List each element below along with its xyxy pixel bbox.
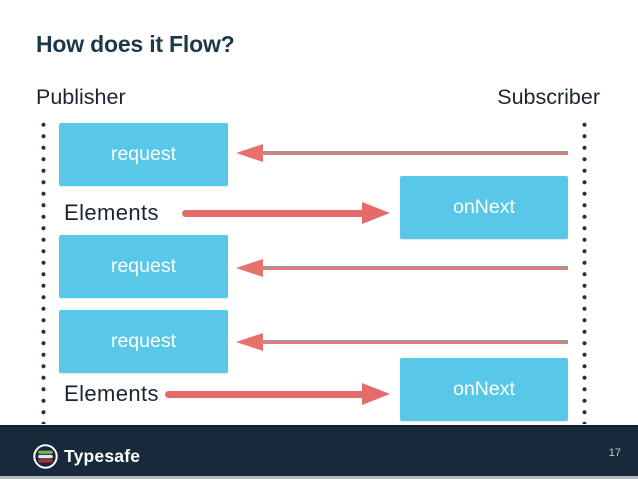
arrowhead-right-icon xyxy=(362,202,390,224)
footer-bottom-strip xyxy=(0,476,638,479)
node-request-2: request xyxy=(59,235,228,298)
arrow-shaft xyxy=(182,209,366,217)
subscriber-lifeline xyxy=(582,119,587,424)
subscriber-label: Subscriber xyxy=(497,85,600,109)
arrow-shaft xyxy=(165,390,366,398)
arrow-shaft xyxy=(261,340,568,344)
page-title: How does it Flow? xyxy=(36,31,235,57)
node-onnext-2: onNext xyxy=(400,358,568,421)
typesafe-logo: Typesafe xyxy=(33,443,140,469)
request-arrow-1 xyxy=(236,143,568,163)
request-arrow-3 xyxy=(236,332,568,352)
arrow-shaft xyxy=(261,266,568,270)
typesafe-logo-icon xyxy=(33,443,58,469)
node-request-1: request xyxy=(59,123,228,186)
node-request-3: request xyxy=(59,310,228,373)
arrowhead-left-icon xyxy=(236,259,263,277)
arrowhead-left-icon xyxy=(236,333,263,351)
page-number: 17 xyxy=(608,447,621,459)
brand-name: Typesafe xyxy=(64,445,141,466)
elements-label-1: Elements xyxy=(64,200,159,225)
elements-arrow-1 xyxy=(182,202,390,224)
elements-label-2: Elements xyxy=(64,381,159,406)
publisher-lifeline xyxy=(41,119,46,424)
publisher-label: Publisher xyxy=(36,85,126,109)
node-onnext-1: onNext xyxy=(400,176,568,239)
arrowhead-left-icon xyxy=(236,144,263,162)
request-arrow-2 xyxy=(236,258,568,278)
elements-arrow-2 xyxy=(165,383,390,405)
footer-bar: Typesafe 17 xyxy=(0,425,638,479)
arrow-shaft xyxy=(261,151,568,155)
arrowhead-right-icon xyxy=(362,383,390,405)
